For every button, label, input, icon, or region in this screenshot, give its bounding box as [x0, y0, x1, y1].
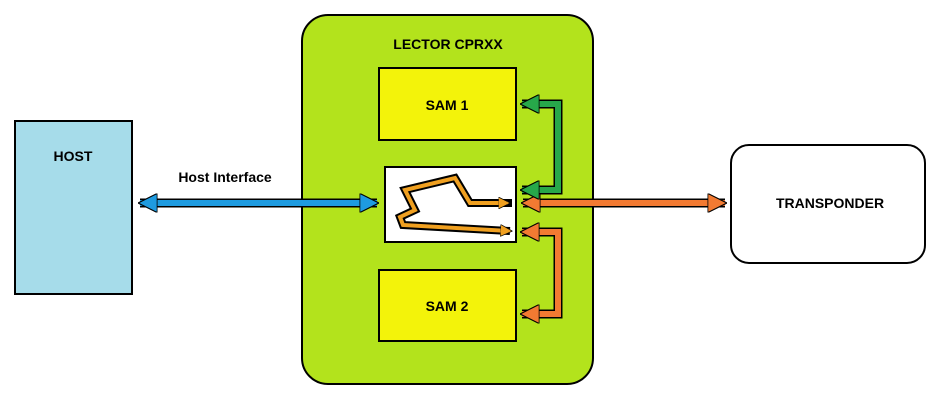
- host-label: HOST: [54, 148, 93, 164]
- transponder-label: TRANSPONDER: [776, 195, 884, 211]
- sam1-link-arrow: [522, 104, 563, 190]
- sam1-link-line: [522, 104, 561, 190]
- sam1-node: SAM 1: [378, 67, 517, 141]
- transponder-node: TRANSPONDER: [730, 144, 926, 264]
- sam2-link-arrow: [522, 232, 563, 314]
- host-interface-label: Host Interface: [178, 169, 272, 185]
- sam2-link-line: [522, 232, 561, 314]
- sam1-label: SAM 1: [426, 97, 469, 113]
- microcontroller-icon: [394, 173, 512, 231]
- host-box: [14, 120, 133, 295]
- transponder-box: [730, 144, 926, 264]
- sam1-box: [378, 67, 517, 141]
- reader-label: LECTOR CPRXX: [393, 36, 503, 52]
- sam2-node: SAM 2: [378, 269, 517, 342]
- host-node: HOST: [14, 120, 133, 295]
- microcontroller-node: [384, 166, 517, 243]
- sam2-box: [378, 269, 517, 342]
- sam2-label: SAM 2: [426, 298, 469, 314]
- host-interface-arrow: Host Interface: [140, 169, 377, 203]
